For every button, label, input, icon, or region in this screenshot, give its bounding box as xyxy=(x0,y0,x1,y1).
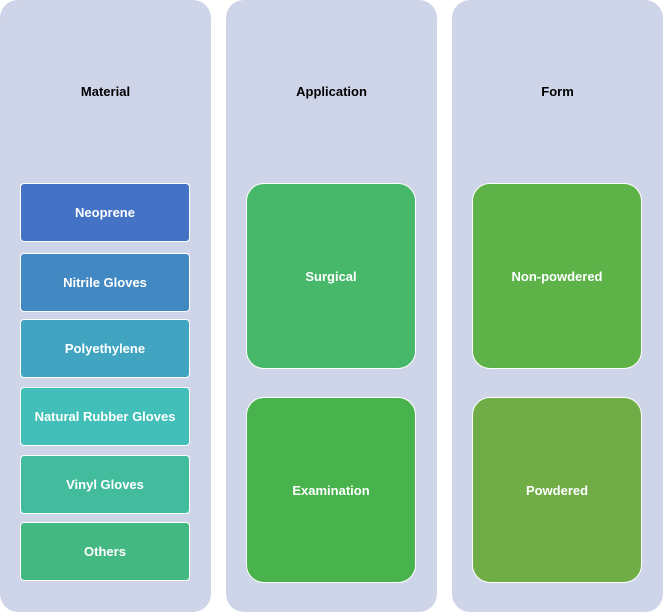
material-item-natural-rubber-gloves: Natural Rubber Gloves xyxy=(20,387,190,446)
form-item-non-powdered: Non-powdered xyxy=(472,183,642,369)
material-item-neoprene: Neoprene xyxy=(20,183,190,242)
application-item-surgical: Surgical xyxy=(246,183,416,369)
material-column: Material Neoprene Nitrile Gloves Polyeth… xyxy=(0,0,211,612)
material-item-vinyl-gloves: Vinyl Gloves xyxy=(20,455,190,514)
form-column: Form Non-powdered Powdered xyxy=(452,0,663,612)
material-item-nitrile-gloves: Nitrile Gloves xyxy=(20,253,190,312)
material-item-others: Others xyxy=(20,522,190,581)
application-title: Application xyxy=(296,84,367,99)
form-item-powdered: Powdered xyxy=(472,397,642,583)
material-title: Material xyxy=(80,84,131,99)
application-column: Application Surgical Examination xyxy=(226,0,437,612)
form-title: Form xyxy=(541,84,574,99)
application-item-examination: Examination xyxy=(246,397,416,583)
material-item-polyethylene: Polyethylene xyxy=(20,319,190,378)
